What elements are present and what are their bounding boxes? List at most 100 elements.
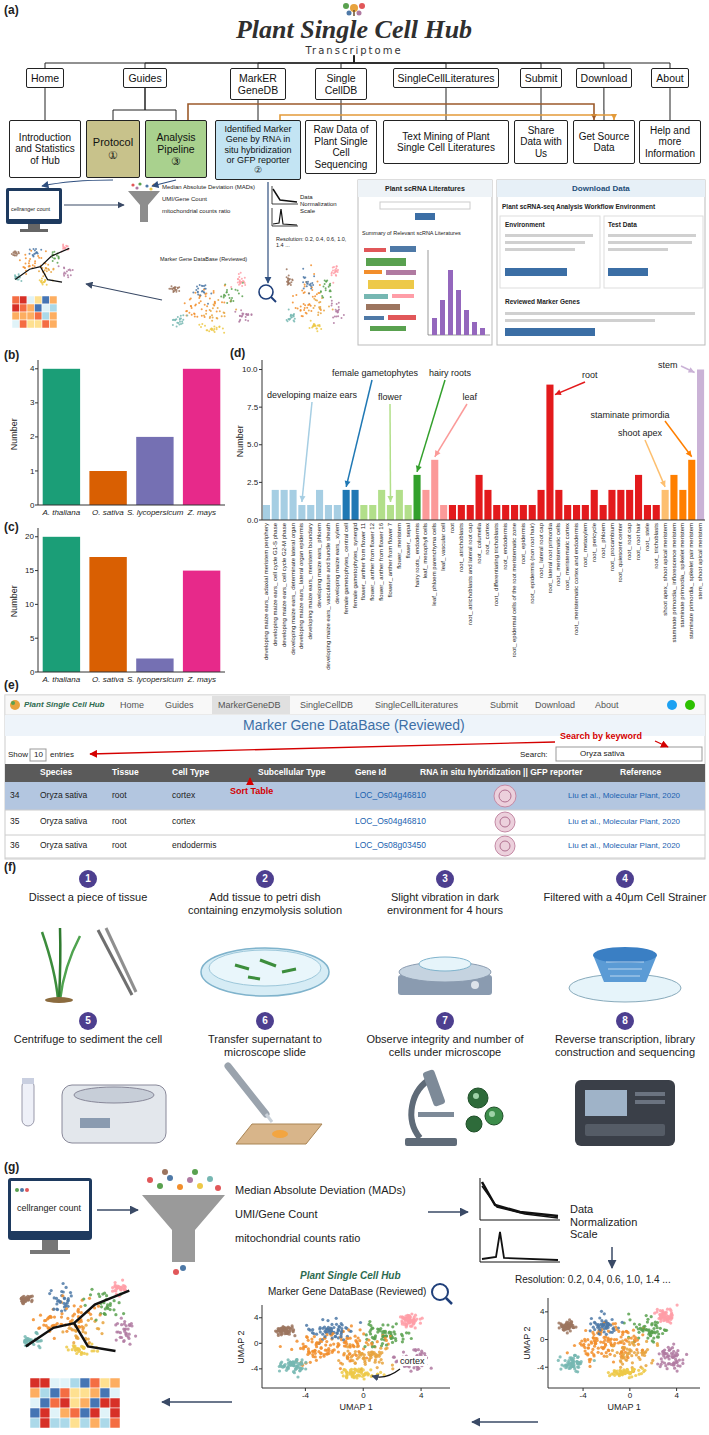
umap-dot — [373, 1345, 376, 1348]
umap-dot — [337, 315, 339, 317]
umap-dot — [599, 1341, 602, 1344]
umap-dot — [627, 1337, 630, 1340]
umap-dot — [239, 320, 241, 322]
umap-dot — [374, 1345, 377, 1348]
umap-dot — [209, 317, 211, 319]
umap-dot — [237, 282, 239, 284]
umap-dot — [222, 327, 224, 329]
umap-dot — [285, 1327, 288, 1330]
umap-dot — [330, 290, 332, 292]
umap-dot — [316, 330, 318, 332]
umap-dot — [296, 1358, 299, 1361]
umap-dot — [329, 1344, 332, 1347]
umap-dot — [559, 1368, 562, 1371]
illustration-shape — [386, 270, 416, 275]
illustration-shape — [494, 785, 516, 807]
illustration-shape — [608, 234, 696, 237]
umap-dot — [663, 1318, 666, 1321]
umap-dot — [25, 257, 27, 259]
umap-dot — [19, 259, 21, 261]
umap-dot — [656, 1362, 659, 1365]
umap-dot — [574, 1354, 577, 1357]
umap-dot — [33, 256, 35, 258]
umap-dot — [311, 1353, 314, 1356]
umap-dot — [210, 292, 212, 294]
umap-dot — [290, 281, 292, 283]
umap-dot — [15, 251, 17, 253]
umap-dot — [627, 1312, 630, 1315]
umap-dot — [679, 1365, 682, 1368]
umap-dot — [342, 1353, 345, 1356]
umap-dot — [597, 1351, 600, 1354]
umap-dot — [190, 298, 192, 300]
umap-dot — [40, 257, 42, 259]
umap-dot — [595, 1337, 598, 1340]
umap-dot — [212, 307, 214, 309]
illustration-shape — [432, 318, 437, 335]
heatmap-cell — [50, 312, 58, 320]
umap-dot — [335, 1317, 338, 1320]
umap-dot — [401, 1321, 404, 1324]
umap-dot — [313, 325, 315, 327]
umap-dot — [604, 1344, 607, 1347]
umap-scatter — [168, 272, 252, 334]
umap-dot — [29, 265, 31, 267]
umap-dot — [289, 319, 291, 321]
heatmap-cell — [12, 312, 20, 320]
umap-dot — [223, 312, 225, 314]
illustration-shape — [415, 213, 435, 220]
umap-dot — [241, 278, 243, 280]
umap-dot — [288, 308, 290, 310]
umap-dot — [410, 1312, 413, 1315]
umap-dot — [669, 1309, 672, 1312]
umap-dot — [646, 1337, 649, 1340]
illustration-shape — [147, 1177, 153, 1183]
umap-dot — [203, 314, 205, 316]
umap-dot — [241, 295, 243, 297]
umap-dot — [345, 1337, 348, 1340]
illustration-shape — [11, 701, 15, 705]
umap-dot — [247, 314, 249, 316]
illustration-shape — [388, 315, 416, 320]
illustration-shape — [59, 928, 60, 1000]
umap-dot — [562, 1364, 565, 1367]
umap-dot — [199, 295, 201, 297]
umap-dot — [211, 328, 213, 330]
umap-dot — [174, 287, 176, 289]
umap-dot — [412, 1366, 415, 1369]
illustration-shape — [366, 304, 400, 310]
umap-dot — [287, 320, 289, 322]
umap-dot — [573, 1354, 576, 1357]
literature-screenshot — [358, 180, 492, 345]
umap-dot — [301, 1362, 304, 1365]
umap-dot — [191, 307, 193, 309]
umap-dot — [229, 297, 231, 299]
umap-dot — [612, 1344, 615, 1347]
umap-dot — [370, 1342, 373, 1345]
microscope — [405, 1069, 503, 1146]
umap-dot — [329, 289, 331, 291]
umap-dot — [346, 1345, 349, 1348]
umap-dot — [405, 1331, 408, 1334]
umap-dot — [300, 306, 302, 308]
illustration-shape — [248, 977, 260, 979]
umap-dot — [577, 1355, 580, 1358]
umap-dot — [676, 1370, 679, 1373]
illustration-shape — [608, 241, 692, 244]
umap-scatter — [557, 1304, 689, 1380]
umap-dot — [357, 1374, 360, 1377]
illustration-shape — [273, 189, 297, 202]
umap-dot — [566, 1331, 569, 1334]
umap-dot — [292, 1361, 295, 1364]
umap-dot — [302, 1347, 305, 1350]
umap-dot — [44, 280, 46, 282]
umap-dot — [178, 324, 180, 326]
umap-dot — [288, 1329, 291, 1332]
umap-dot — [193, 313, 195, 315]
umap-dot — [414, 1349, 417, 1352]
umap-dot — [33, 248, 35, 250]
umap-dot — [290, 315, 292, 317]
umap-dot — [420, 1350, 423, 1353]
umap-dot — [197, 294, 199, 296]
illustration-shape — [235, 965, 249, 969]
